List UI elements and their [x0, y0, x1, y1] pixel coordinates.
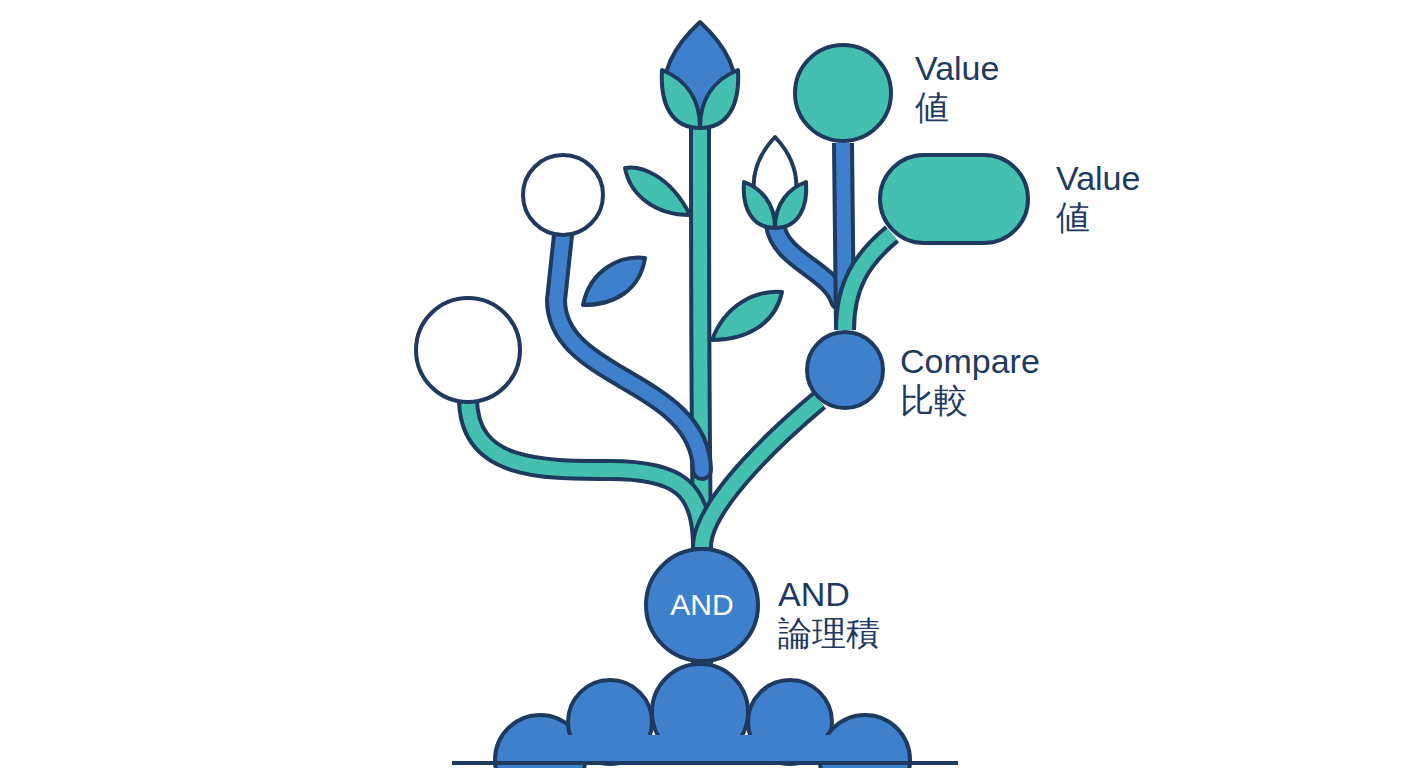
node-label-text: Value	[915, 49, 999, 88]
node-outline	[878, 153, 1030, 245]
node-label-text: Compare	[900, 342, 1040, 381]
node-label-text: 論理積	[778, 614, 880, 653]
branch-connector	[845, 234, 892, 330]
value-pill: Value値	[878, 153, 1030, 245]
node-outline	[793, 43, 893, 143]
node-label-text: Value	[1056, 159, 1140, 198]
and-circle: ANDAND論理積	[644, 547, 760, 663]
branch-connector	[702, 400, 819, 547]
node-label-text: 比較	[900, 381, 1040, 420]
node-label: Compare比較	[900, 342, 1040, 420]
branch-stroke	[845, 234, 892, 330]
node-label: Value値	[1056, 159, 1140, 237]
node-label-text: AND	[778, 575, 880, 614]
value-circle: Value値	[793, 43, 893, 143]
branch-stroke	[845, 234, 892, 330]
node-outline	[805, 330, 885, 410]
node-label-text: 値	[1056, 198, 1140, 237]
compare-circle: Compare比較	[805, 330, 885, 410]
node-inner: AND	[644, 547, 760, 663]
branch-stroke	[702, 400, 819, 547]
node-label: Value値	[915, 49, 999, 127]
node-label: AND論理積	[778, 575, 880, 653]
branch-stroke	[702, 400, 819, 547]
node-text: AND	[670, 588, 733, 622]
node-label-text: 値	[915, 88, 999, 127]
